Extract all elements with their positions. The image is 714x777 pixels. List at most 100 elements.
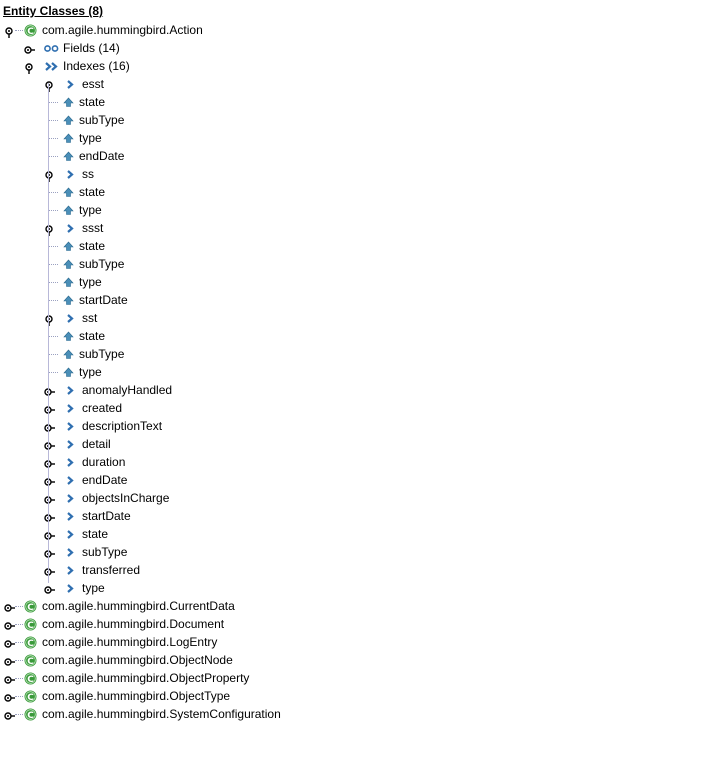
index-node[interactable]: esst xyxy=(0,75,714,93)
expand-toggle-icon[interactable] xyxy=(24,43,35,54)
index-node[interactable]: sst xyxy=(0,309,714,327)
tree-connector xyxy=(48,282,58,283)
class-label: com.agile.hummingbird.Action xyxy=(42,23,203,37)
index-node[interactable]: state xyxy=(0,525,714,543)
field-node[interactable]: state xyxy=(0,237,714,255)
index-node[interactable]: startDate xyxy=(0,507,714,525)
expand-toggle-icon[interactable] xyxy=(4,637,15,648)
field-arrow-icon xyxy=(62,348,75,361)
expand-toggle-icon[interactable] xyxy=(4,691,15,702)
index-node[interactable]: subType xyxy=(0,543,714,561)
index-node[interactable]: ss xyxy=(0,165,714,183)
expand-toggle-icon[interactable] xyxy=(4,655,15,666)
collapse-toggle-icon[interactable] xyxy=(44,79,55,92)
field-label: state xyxy=(79,185,106,199)
tree-connector xyxy=(48,192,58,193)
expand-toggle-icon[interactable] xyxy=(44,547,55,558)
field-node[interactable]: subType xyxy=(0,345,714,363)
index-label: ss xyxy=(82,167,94,181)
field-label: state xyxy=(79,95,106,109)
class-label: com.agile.hummingbird.CurrentData xyxy=(42,599,235,613)
expand-toggle-icon[interactable] xyxy=(44,511,55,522)
expand-toggle-icon[interactable] xyxy=(4,601,15,612)
collapse-toggle-icon[interactable] xyxy=(44,313,55,326)
index-node[interactable]: created xyxy=(0,399,714,417)
field-node[interactable]: type xyxy=(0,273,714,291)
tree-connector xyxy=(15,660,23,661)
index-node[interactable]: transferred xyxy=(0,561,714,579)
index-node[interactable]: objectsInCharge xyxy=(0,489,714,507)
tree-connector xyxy=(15,624,23,625)
expand-toggle-icon[interactable] xyxy=(44,385,55,396)
field-node[interactable]: state xyxy=(0,183,714,201)
tree-connector xyxy=(48,264,58,265)
expand-toggle-icon[interactable] xyxy=(44,421,55,432)
expand-toggle-icon[interactable] xyxy=(44,457,55,468)
tree-connector xyxy=(15,696,23,697)
index-node[interactable]: detail xyxy=(0,435,714,453)
index-label: anomalyHandled xyxy=(82,383,173,397)
field-node[interactable]: subType xyxy=(0,111,714,129)
expand-toggle-icon[interactable] xyxy=(4,619,15,630)
index-node[interactable]: ssst xyxy=(0,219,714,237)
index-label: startDate xyxy=(82,509,131,523)
index-node[interactable]: anomalyHandled xyxy=(0,381,714,399)
svg-text:C: C xyxy=(27,693,34,703)
index-label: transferred xyxy=(82,563,141,577)
field-node[interactable]: endDate xyxy=(0,147,714,165)
expand-toggle-icon[interactable] xyxy=(44,583,55,594)
indexes-node[interactable]: Indexes (16) xyxy=(0,57,714,75)
field-node[interactable]: startDate xyxy=(0,291,714,309)
field-node[interactable]: type xyxy=(0,201,714,219)
entity-classes-title[interactable]: Entity Classes (8) xyxy=(3,4,104,18)
index-node[interactable]: type xyxy=(0,579,714,597)
class-label: com.agile.hummingbird.ObjectNode xyxy=(42,653,233,667)
index-node[interactable]: endDate xyxy=(0,471,714,489)
expand-toggle-icon[interactable] xyxy=(44,439,55,450)
expand-toggle-icon[interactable] xyxy=(4,673,15,684)
expand-toggle-icon[interactable] xyxy=(44,403,55,414)
index-icon xyxy=(64,510,77,523)
field-arrow-icon xyxy=(62,294,75,307)
expand-toggle-icon[interactable] xyxy=(44,529,55,540)
field-node[interactable]: type xyxy=(0,129,714,147)
index-label: objectsInCharge xyxy=(82,491,170,505)
collapse-toggle-icon[interactable] xyxy=(44,223,55,236)
fields-icon xyxy=(44,42,59,55)
fields-node[interactable]: Fields (14) xyxy=(0,39,714,57)
index-icon xyxy=(64,312,77,325)
field-node[interactable]: state xyxy=(0,93,714,111)
collapse-toggle-icon[interactable] xyxy=(4,25,15,38)
field-node[interactable]: state xyxy=(0,327,714,345)
index-label: endDate xyxy=(82,473,128,487)
index-node[interactable]: descriptionText xyxy=(0,417,714,435)
tree-connector xyxy=(48,156,58,157)
index-node[interactable]: duration xyxy=(0,453,714,471)
svg-text:C: C xyxy=(27,621,34,631)
field-node[interactable]: type xyxy=(0,363,714,381)
index-label: state xyxy=(82,527,109,541)
collapse-toggle-icon[interactable] xyxy=(44,169,55,182)
expand-toggle-icon[interactable] xyxy=(44,475,55,486)
class-icon: C xyxy=(24,618,37,631)
field-label: subType xyxy=(79,113,125,127)
index-icon xyxy=(64,78,77,91)
class-icon: C xyxy=(24,654,37,667)
field-node[interactable]: subType xyxy=(0,255,714,273)
field-label: subType xyxy=(79,347,125,361)
collapse-toggle-icon[interactable] xyxy=(24,61,35,74)
expand-toggle-icon[interactable] xyxy=(44,493,55,504)
index-icon xyxy=(64,168,77,181)
expand-toggle-icon[interactable] xyxy=(4,709,15,720)
index-icon xyxy=(64,528,77,541)
expand-toggle-icon[interactable] xyxy=(44,565,55,576)
index-label: ssst xyxy=(82,221,104,235)
